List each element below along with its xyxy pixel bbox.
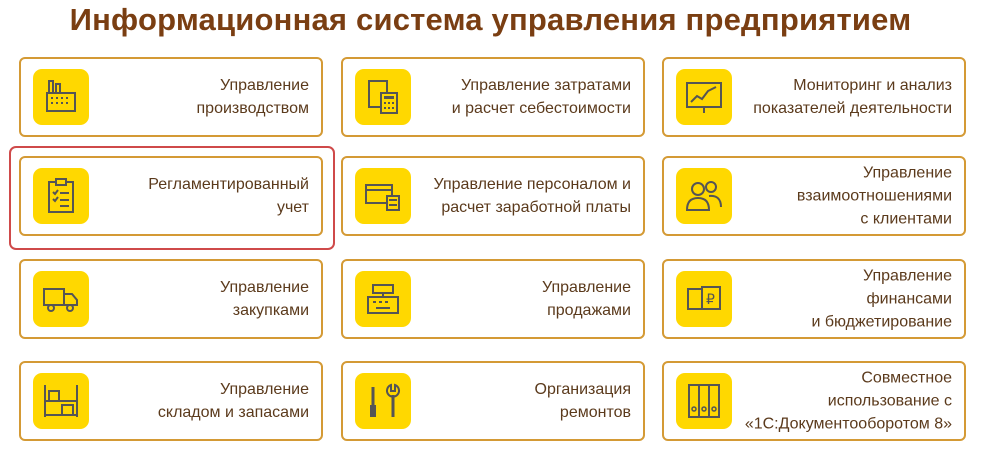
subsystem-card[interactable]: Мониторинг и анализ показателей деятельно… [662,57,966,137]
subsystem-card[interactable]: Организация ремонтов [341,361,645,441]
label-line: финансами [866,290,952,308]
subsystem-card[interactable]: Управление затратами и расчет себестоимос… [341,57,645,137]
subsystem-card[interactable]: Управление продажами [341,259,645,339]
payroll-icon [355,168,411,224]
label-line: Управление [220,77,309,94]
subsystem-label: Управление закупками [79,276,309,322]
subsystem-label: Организация ремонтов [401,378,632,424]
subsystem-label: Управление складом и запасами [79,378,309,424]
subsystem-label: Управление финансами и бюджетирование [722,265,952,334]
label-line: Управление [863,267,952,285]
label-line: Управление персоналом и [433,176,631,193]
label-line: продажами [547,302,631,319]
subsystem-label: Управление производством [79,74,309,120]
factory-icon [33,69,89,125]
warehouse-icon [33,373,89,429]
label-line: производством [196,100,309,117]
subsystem-card[interactable]: Управление закупками [19,259,323,339]
people-icon [676,168,732,224]
subsystem-card[interactable]: Управление производством [19,57,323,137]
label-line: расчет заработной платы [441,199,631,216]
subsystem-card[interactable]: Управление складом и запасами [19,361,323,441]
label-line: показателей деятельности [753,100,952,117]
calculator-icon [355,69,411,125]
subsystem-label: Управление продажами [401,276,631,322]
label-line: и бюджетирование [811,313,952,331]
label-line: и расчет себестоимости [451,100,631,117]
label-line: с клиентами [860,210,952,228]
label-line: учет [276,199,309,216]
svg-text:₽: ₽ [706,292,715,308]
label-line: Мониторинг и анализ [793,77,952,94]
truck-icon [33,271,89,327]
subsystem-card[interactable]: Управление взаимоотношениями с клиентами [662,156,966,236]
label-line: Организация [534,381,632,398]
subsystem-card[interactable]: Управление персоналом и расчет заработной… [341,156,645,236]
label-line: Управление [220,381,309,398]
subsystem-label: Управление затратами и расчет себестоимос… [401,74,631,120]
subsystem-card[interactable]: Совместное использование с «1С:Документооб… [662,361,966,441]
page-title: Информационная система управления предпр… [69,2,912,37]
label-line: «1С:Документооборотом 8» [744,415,952,433]
label-line: взаимоотношениями [796,187,952,205]
label-line: использование с [827,392,952,410]
label-line: Регламентированный [148,176,309,193]
subsystem-label: Регламентированный учет [79,173,309,219]
cash-register-icon [355,271,411,327]
label-line: ремонтов [559,404,631,421]
clipboard-icon [33,168,89,224]
label-line: Управление [863,164,952,182]
subsystem-label: Управление персоналом и расчет заработной… [401,173,631,219]
tools-icon [355,373,411,429]
label-line: складом и запасами [157,404,309,421]
subsystem-label: Совместное использование с «1С:Документооб… [722,367,952,436]
label-line: закупками [232,302,309,319]
subsystem-card[interactable]: ₽ Управление финансами и бюджетирование [662,259,966,339]
binders-icon [676,373,732,429]
label-line: Совместное [861,369,952,387]
chart-icon [676,69,732,125]
subsystem-label: Мониторинг и анализ показателей деятельно… [722,74,952,120]
label-line: Управление затратами [460,77,631,94]
subsystem-card[interactable]: Регламентированный учет [19,156,323,236]
money-icon: ₽ [676,271,732,327]
label-line: Управление [542,279,631,296]
selection-outline [9,146,335,250]
subsystem-label: Управление взаимоотношениями с клиентами [722,162,952,231]
label-line: Управление [220,279,309,296]
